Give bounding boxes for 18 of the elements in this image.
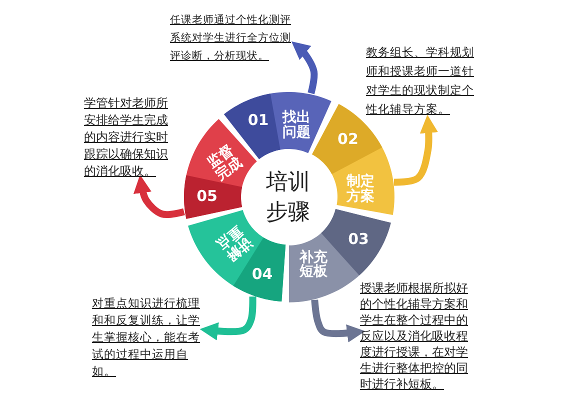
- description-text: 对重点知识进行梳理和和反复训练，让学生掌握核心，能在考试的过程中运用自如。: [92, 296, 205, 381]
- step-number: 01: [248, 113, 269, 129]
- description-text: 学管针对老师所安排给学生完成的内容进行实时跟踪以确保知识的消化吸收。: [84, 95, 176, 180]
- description-text: 任课老师通过个性化测评系统对学生进行全方位测评诊断，分析现状。: [170, 12, 296, 66]
- step-title: 找出问题: [282, 110, 312, 140]
- step-title: 制定方案: [346, 174, 376, 204]
- step-number: 02: [338, 132, 358, 148]
- step-number: 05: [196, 189, 218, 205]
- description-text: 授课老师根据所拟好的个性化辅导方案和学生在整个过程中的反应以及消化吸收程度进行授课，在对学生进行整体把控的同时进行补短板。: [360, 280, 478, 392]
- center-title: 培训步骤: [266, 168, 311, 226]
- step-number: 04: [252, 266, 273, 282]
- step-title: 讲解重点: [212, 222, 255, 264]
- step-title: 监督完成: [204, 142, 246, 184]
- curved-arrow: [200, 296, 256, 340]
- step-title: 补充短板: [298, 250, 329, 280]
- step-number: 03: [348, 232, 369, 248]
- curved-arrow: [311, 300, 366, 342]
- description-text: 教务组长、学科规划师和授课老师一道针对学生的现状制定个性化辅导方案。: [366, 44, 479, 120]
